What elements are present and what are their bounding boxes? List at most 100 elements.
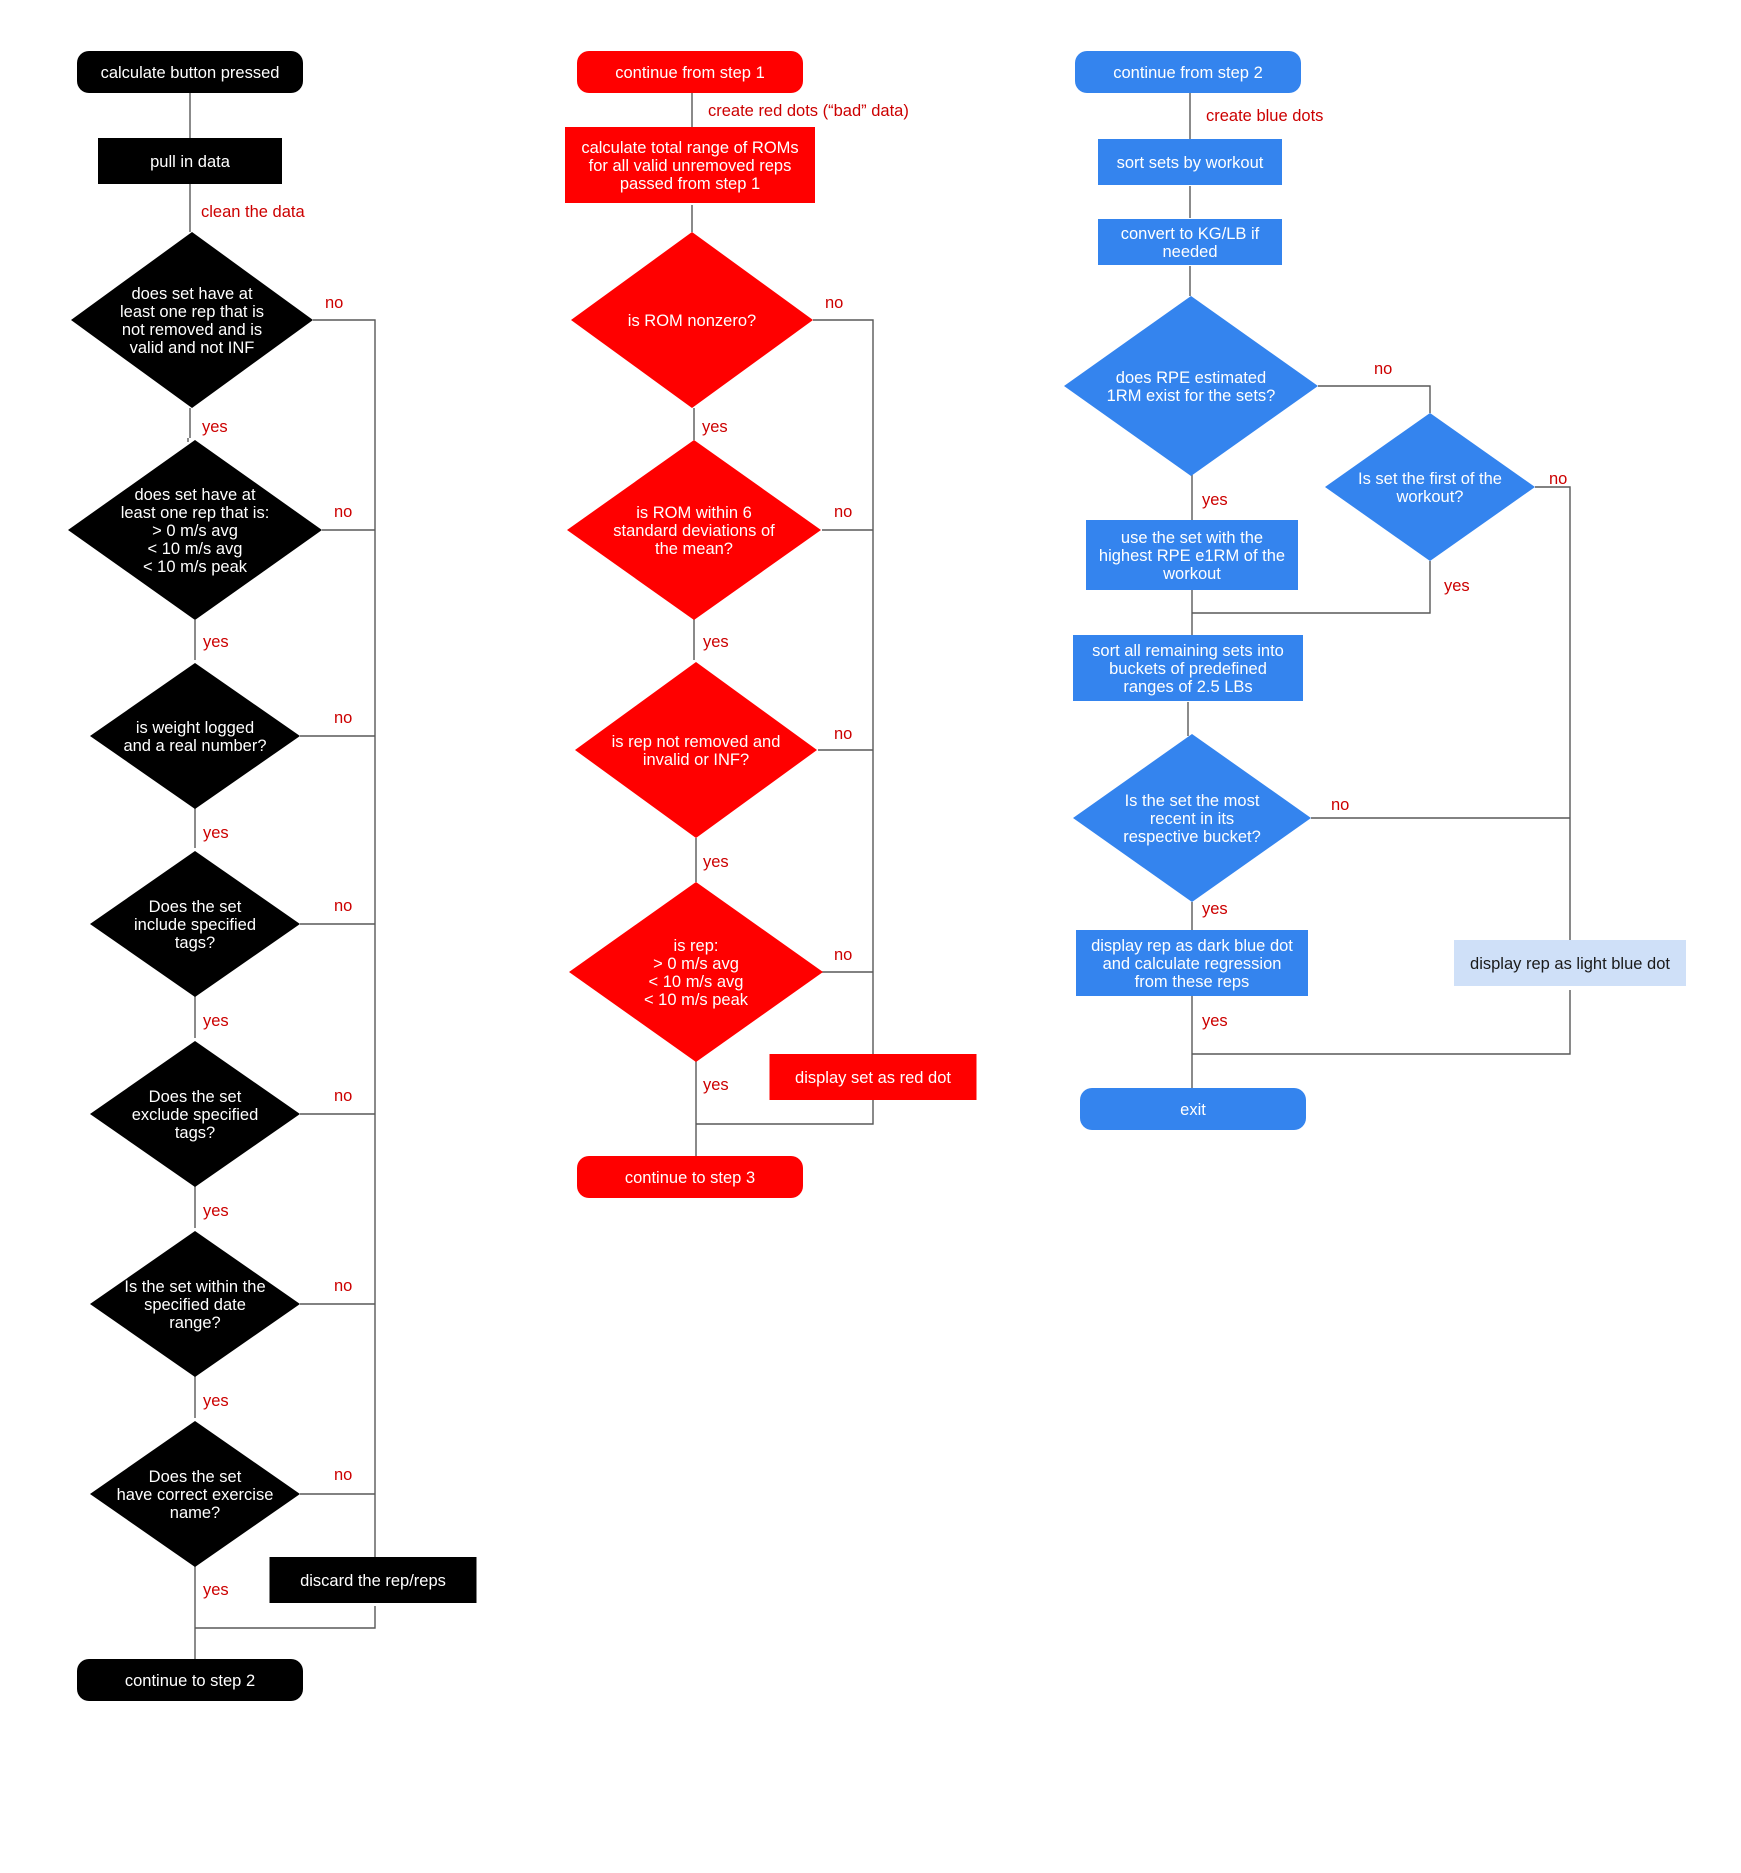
f1-q6-diamond-text-line: specified date <box>144 1296 246 1314</box>
f2-yes-label-3: yes <box>703 853 729 871</box>
f1-q5-diamond-text-line: tags? <box>175 1124 215 1142</box>
f1-q6-diamond-shape <box>90 1231 300 1377</box>
f3-use-node-shape <box>1086 520 1298 590</box>
f2-q4-diamond-text: is rep:> 0 m/s avg< 10 m/s avg< 10 m/s p… <box>644 937 749 1009</box>
f3-q2-diamond-shape <box>1325 413 1535 561</box>
f1-discard-node-shape <box>269 1557 477 1603</box>
f1-no-label-2: no <box>334 503 352 521</box>
f1-q1-diamond-text-line: valid and not INF <box>130 339 255 357</box>
f3-use-node-text-line: use the set with the <box>1121 529 1263 547</box>
f2-display-node-shape <box>769 1054 977 1100</box>
f2-q4-diamond: is rep:> 0 m/s avg< 10 m/s avg< 10 m/s p… <box>569 882 823 1062</box>
f2-note-label: create red dots (“bad” data) <box>708 102 909 120</box>
f3-q2-diamond-text-line: Is set the first of the <box>1358 470 1502 488</box>
f1-q6-diamond-text-line: range? <box>169 1314 220 1332</box>
f3-dark-node-text-line: display rep as dark blue dot <box>1091 937 1293 955</box>
f2-q2-diamond-text-line: the mean? <box>655 540 733 558</box>
f1-pull-node-shape <box>98 138 282 184</box>
f2-q1-diamond-text-line: is ROM nonzero? <box>628 312 756 330</box>
f1-q1-diamond-text-line: not removed and is <box>122 321 262 339</box>
f2-end-node-shape <box>577 1156 803 1198</box>
f1-clean-label: clean the data <box>201 203 305 221</box>
f2-calc-node-text-line: calculate total range of ROMs <box>581 139 798 157</box>
f2-no-label-4: no <box>834 946 852 964</box>
f1-yes-label-7: yes <box>203 1581 229 1599</box>
f3-no-label-1: no <box>1374 360 1392 378</box>
f1-q7-diamond-text-line: have correct exercise <box>117 1486 274 1504</box>
f3-line-q1-no-q2 <box>1318 385 1431 413</box>
f2-display-node: display set as red dot <box>769 1054 977 1100</box>
f2-q4-diamond-text-line: > 0 m/s avg <box>653 955 739 973</box>
f3-sort-node-text: sort sets by workout <box>1117 154 1264 172</box>
f1-no-label-7: no <box>334 1466 352 1484</box>
f2-q4-diamond-text-line: is rep: <box>674 937 719 955</box>
f2-q4-diamond-text-line: < 10 m/s avg <box>649 973 744 991</box>
f3-use-node-text-line: highest RPE e1RM of the <box>1099 547 1285 565</box>
f1-q7-diamond-text-line: Does the set <box>149 1468 242 1486</box>
f3-yes-label-4: yes <box>1202 1012 1228 1030</box>
f3-dark-node-text-line: and calculate regression <box>1103 955 1282 973</box>
f1-q1-diamond-shape <box>71 232 313 408</box>
f1-yes-label-2: yes <box>203 633 229 651</box>
f1-q5-diamond-text-line: exclude specified <box>132 1106 259 1124</box>
f1-no-label-3: no <box>334 709 352 727</box>
f3-bucket-node-text-line: ranges of 2.5 LBs <box>1123 678 1252 696</box>
f1-q7-diamond-text-line: name? <box>170 1504 220 1522</box>
f1-end-node-shape <box>77 1659 303 1701</box>
f3-note-label: create blue dots <box>1206 107 1323 125</box>
f3-yes-label-1: yes <box>1202 491 1228 509</box>
f3-bucket-node-text-line: buckets of predefined <box>1109 660 1267 678</box>
f2-calc-node-text-line: for all valid unremoved reps <box>589 157 792 175</box>
f1-pull-node: pull in data <box>98 138 282 184</box>
f2-q1-diamond: is ROM nonzero? <box>571 232 813 408</box>
f3-exit-node-text-line: exit <box>1180 1101 1206 1119</box>
f2-no-label-1: no <box>825 294 843 312</box>
f3-light-node: display rep as light blue dot <box>1454 940 1686 986</box>
f3-sort-node-shape <box>1098 139 1282 185</box>
f1-start-node-text: calculate button pressed <box>101 64 280 82</box>
f3-yes-label-2: yes <box>1444 577 1470 595</box>
f1-end-node-text-line: continue to step 2 <box>125 1672 255 1690</box>
f1-q1-diamond-text-line: does set have at <box>131 285 252 303</box>
f3-q2-diamond-text-line: workout? <box>1396 488 1464 506</box>
f1-q2-diamond-text-line: < 10 m/s peak <box>143 558 248 576</box>
f2-start-node-text-line: continue from step 1 <box>615 64 765 82</box>
f1-discard-node-text: discard the rep/reps <box>300 1572 446 1590</box>
f3-line-q2-no-rail <box>1535 486 1571 944</box>
f1-no-label-6: no <box>334 1277 352 1295</box>
f2-no-label-2: no <box>834 503 852 521</box>
connector-lines <box>187 90 1571 1660</box>
f2-q2-diamond-shape <box>567 440 821 620</box>
f1-yes-label-3: yes <box>203 824 229 842</box>
f1-start-node-text-line: calculate button pressed <box>101 64 280 82</box>
f1-pull-node-text: pull in data <box>150 153 231 171</box>
f3-sort-node-text-line: sort sets by workout <box>1117 154 1264 172</box>
f3-q3-diamond-shape <box>1073 734 1311 902</box>
f3-start-node-shape <box>1075 51 1301 93</box>
f1-discard-node: discard the rep/reps <box>269 1557 477 1603</box>
f1-q3-diamond-shape <box>90 663 300 809</box>
f3-exit-node: exit <box>1080 1088 1306 1130</box>
f3-use-node-text-line: workout <box>1162 565 1221 583</box>
f1-q2-diamond-text-line: does set have at <box>134 486 255 504</box>
f2-no-label-3: no <box>834 725 852 743</box>
